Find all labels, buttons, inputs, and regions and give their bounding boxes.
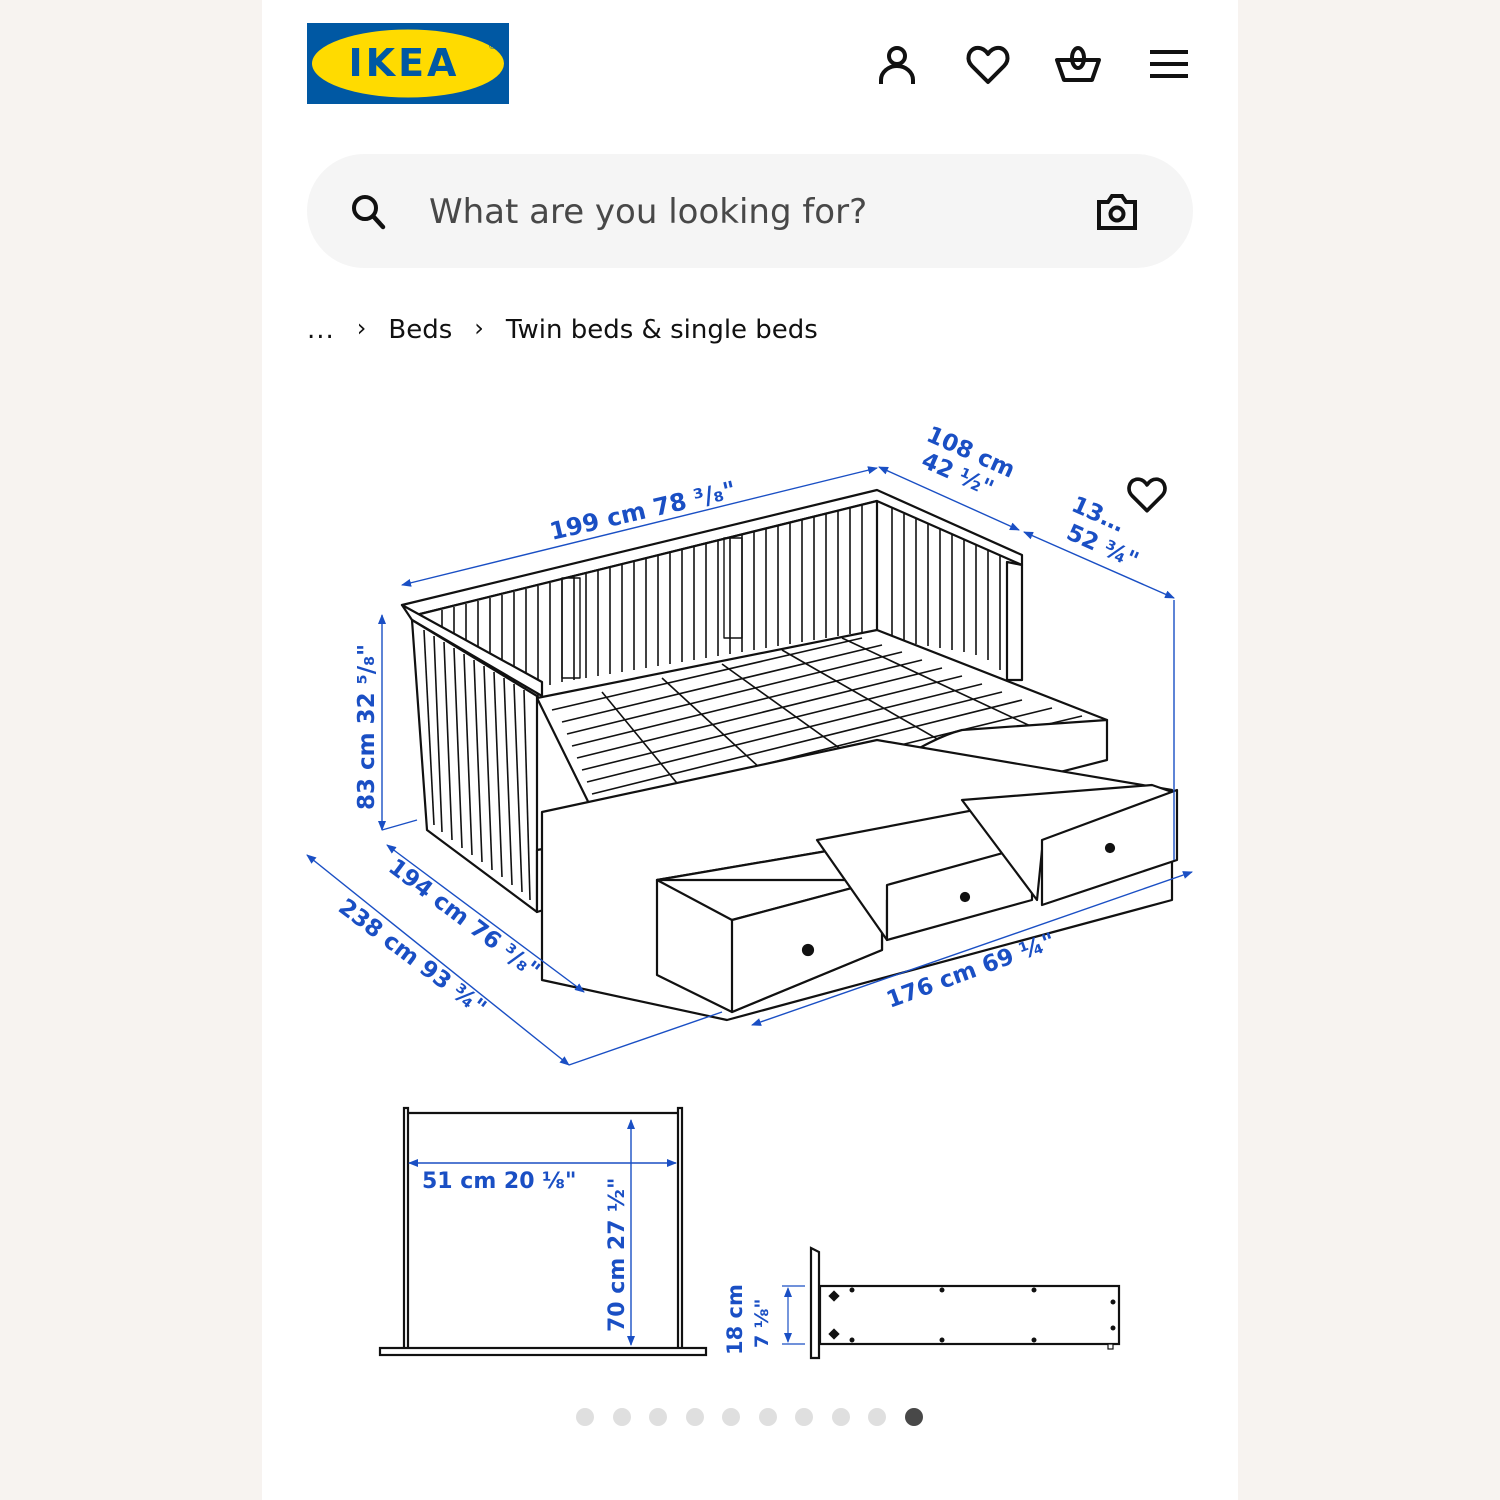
bed-drawing (400, 488, 1179, 1022)
registered-mark: ® (488, 42, 497, 52)
chevron-right-icon: › (356, 314, 367, 342)
dim-height-label: 83 cm 32 ⁵/₈" (354, 644, 380, 810)
search-bar (307, 154, 1193, 268)
dim-drawer-height-label: 18 cm (723, 1284, 747, 1355)
breadcrumb-beds[interactable]: Beds (388, 315, 453, 345)
carousel-dot-10-active[interactable] (904, 1408, 923, 1426)
carousel-dot-8[interactable] (831, 1408, 850, 1426)
page-panel: IKEA ® (262, 0, 1238, 1500)
carousel-dot-6[interactable] (758, 1408, 777, 1426)
drawer-side-view (809, 1246, 1121, 1360)
search-input[interactable] (429, 184, 1069, 240)
menu-icon[interactable] (1144, 40, 1194, 90)
ikea-logo[interactable]: IKEA ® (307, 23, 509, 104)
image-carousel-indicators (576, 1408, 923, 1428)
favourites-heart-icon[interactable] (963, 40, 1013, 90)
camera-icon[interactable] (1093, 190, 1141, 234)
drawer-top-view (378, 1106, 708, 1357)
basket-icon[interactable] (1053, 40, 1103, 90)
chevron-right-icon: › (474, 314, 484, 342)
dim-drawer-depth-label: 70 cm 27 ½" (605, 1178, 630, 1332)
carousel-dot-2[interactable] (612, 1408, 631, 1426)
logo-text: IKEA (349, 41, 460, 85)
carousel-dot-7[interactable] (795, 1408, 813, 1426)
carousel-dot-4[interactable] (685, 1408, 704, 1426)
dim-drawer-height-in-label: 7 ⅛" (751, 1299, 773, 1348)
dim-drawer-width-label: 51 cm 20 ⅛" (422, 1169, 576, 1194)
profile-icon[interactable] (872, 40, 922, 90)
carousel-dot-9[interactable] (868, 1408, 886, 1426)
breadcrumb-ellipsis[interactable]: ... (307, 315, 335, 345)
add-to-favourites-heart-icon[interactable] (1124, 472, 1170, 518)
carousel-dot-5[interactable] (722, 1408, 740, 1426)
product-dimension-image[interactable]: 199 cm 78 ³/₈" 108 cm 42 ½" 13… 52 ¾" 83… (262, 380, 1238, 1390)
carousel-dot-1[interactable] (576, 1408, 594, 1426)
breadcrumb-twin-single-beds[interactable]: Twin beds & single beds (505, 315, 818, 345)
search-icon[interactable] (347, 190, 391, 234)
carousel-dot-3[interactable] (649, 1408, 667, 1426)
breadcrumb: ... › Beds › Twin beds & single beds (307, 310, 818, 350)
